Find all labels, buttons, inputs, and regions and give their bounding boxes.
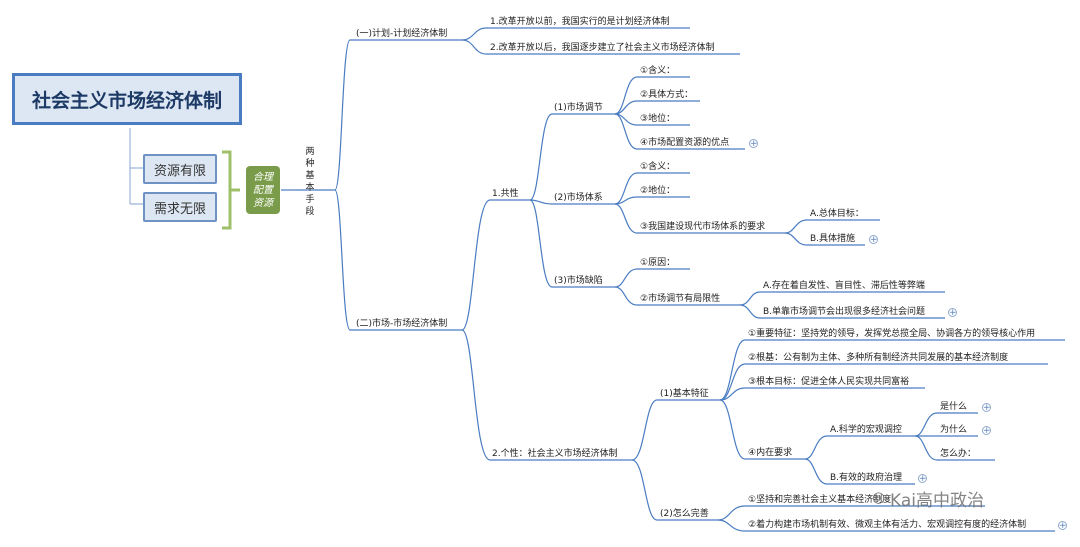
regulation-item-4[interactable]: ④市场配置资源的优点 (640, 138, 730, 148)
defect-limit-a[interactable]: A.存在着自发性、盲目性、滞后性等弊端 (763, 281, 925, 291)
how-to-improve-node[interactable]: (2)怎么完善 (660, 509, 709, 519)
improve-item-1[interactable]: ①坚持和完善社会主义基本经济制度 (748, 495, 892, 505)
improve-item-2[interactable]: ②着力构建市场机制有效、微观主体有活力、宏观调控有度的经济体制 (748, 520, 1027, 530)
regulation-item-2[interactable]: ②具体方式： (640, 90, 694, 100)
defect-limit-b[interactable]: B.单靠市场调节会出现很多经济社会问题 (763, 307, 926, 317)
system-item-1[interactable]: ①含义： (640, 162, 676, 172)
regulation-item-1[interactable]: ①含义： (640, 66, 676, 76)
macro-control-node[interactable]: A.科学的宏观调控 (830, 425, 902, 435)
system-item-3[interactable]: ③我国建设现代市场体系的要求 (640, 222, 766, 232)
market-regulation-node[interactable]: (1)市场调节 (554, 103, 603, 113)
expand-icon[interactable]: + (749, 139, 758, 149)
basic-features-node[interactable]: (1)基本特征 (660, 389, 709, 399)
root-node[interactable]: 社会主义市场经济体制 (12, 73, 242, 125)
system-req-b[interactable]: B.具体措施 (810, 234, 856, 244)
expand-icon[interactable]: + (918, 474, 927, 484)
market-system-node[interactable]: (2)市场体系 (554, 193, 603, 203)
expand-icon[interactable]: + (982, 426, 991, 436)
market-economy-node[interactable]: (二)市场-市场经济体制 (356, 319, 448, 329)
basic-item-1[interactable]: ①重要特征：坚持党的领导，发挥党总揽全局、协调各方的领导核心作用 (748, 329, 1036, 339)
what-node[interactable]: 是什么 (940, 402, 968, 412)
planned-economy-node[interactable]: (一)计划-计划经济体制 (356, 29, 448, 39)
allocate-resources-node[interactable]: 合理配置资源 (246, 166, 280, 214)
basic-item-4[interactable]: ④内在要求 (748, 448, 793, 458)
expand-icon[interactable]: + (948, 308, 957, 318)
resource-limited-node[interactable]: 资源有限 (143, 154, 217, 184)
system-req-a[interactable]: A.总体目标： (810, 209, 864, 219)
watermark: Kai高中政治 (890, 491, 984, 511)
planned-item-2[interactable]: 2.改革开放以后，我国逐步建立了社会主义市场经济体制 (490, 43, 715, 53)
regulation-item-3[interactable]: ③地位： (640, 114, 676, 124)
individuality-node[interactable]: 2.个性：社会主义市场经济体制 (492, 449, 618, 459)
defect-item-2[interactable]: ②市场调节有局限性 (640, 294, 721, 304)
system-item-2[interactable]: ②地位： (640, 186, 676, 196)
expand-icon[interactable]: + (1058, 521, 1067, 531)
two-means-node[interactable]: 两种基本手段 (305, 147, 315, 217)
expand-icon[interactable]: + (982, 403, 991, 413)
defect-item-1[interactable]: ①原因： (640, 258, 676, 268)
basic-item-3[interactable]: ③根本目标：促进全体人民实现共同富裕 (748, 377, 910, 387)
commonality-node[interactable]: 1.共性 (492, 189, 519, 199)
market-defect-node[interactable]: (3)市场缺陷 (554, 276, 603, 286)
wechat-icon: ◎ (872, 488, 886, 506)
expand-icon[interactable]: + (869, 235, 878, 245)
allocation-bracket (222, 150, 240, 230)
gov-governance-node[interactable]: B.有效的政府治理 (830, 473, 903, 483)
why-node[interactable]: 为什么 (940, 425, 968, 435)
planned-item-1[interactable]: 1.改革开放以前，我国实行的是计划经济体制 (490, 17, 670, 27)
basic-item-2[interactable]: ②根基：公有制为主体、多种所有制经济共同发展的基本经济制度 (748, 353, 1009, 363)
how-node[interactable]: 怎么办： (940, 449, 977, 459)
demand-unlimited-node[interactable]: 需求无限 (143, 192, 217, 222)
